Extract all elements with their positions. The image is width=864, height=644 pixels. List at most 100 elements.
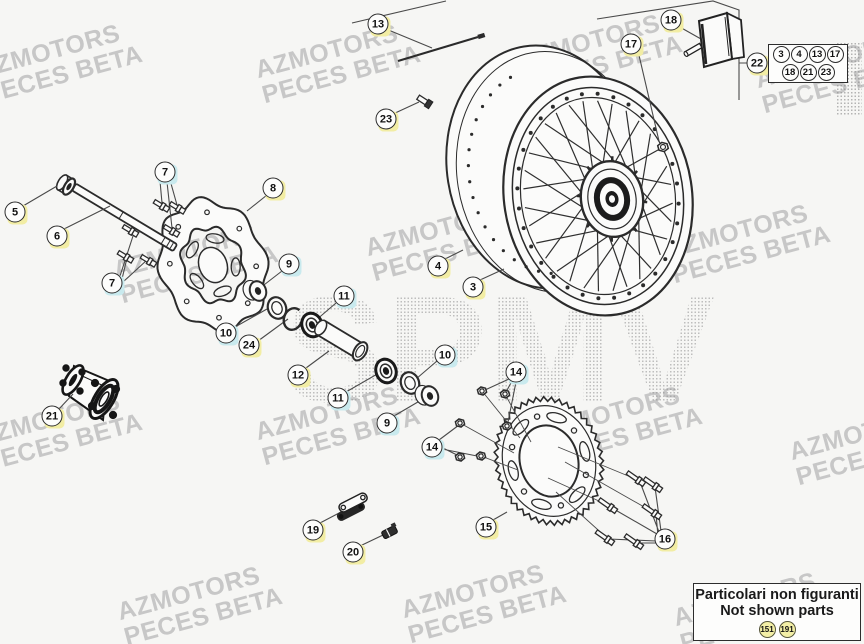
not-shown-title-en: Not shown parts bbox=[720, 603, 834, 619]
seal-part bbox=[399, 371, 421, 395]
callout-number: 10 bbox=[434, 344, 456, 366]
axle-part bbox=[55, 174, 178, 252]
axle-collar-part bbox=[55, 174, 77, 196]
callout-number: 20 bbox=[342, 541, 364, 563]
callout-9: 9 bbox=[278, 253, 302, 277]
chain-clip-part bbox=[381, 522, 398, 540]
wheel-hub-part bbox=[59, 364, 121, 422]
legend-number: 23 bbox=[817, 64, 835, 81]
spacer-tube-part bbox=[314, 319, 369, 362]
callout-9: 9 bbox=[376, 412, 400, 436]
callout-19: 19 bbox=[302, 519, 326, 543]
callout-21: 21 bbox=[41, 405, 65, 429]
callout-10: 10 bbox=[434, 344, 458, 368]
nut-part bbox=[656, 141, 670, 153]
callout-7: 7 bbox=[154, 161, 178, 185]
legend-number: 17 bbox=[826, 46, 844, 63]
callout-20: 20 bbox=[342, 541, 366, 565]
callout-15: 15 bbox=[475, 516, 499, 540]
callout-7: 7 bbox=[101, 272, 125, 296]
bolt-part bbox=[162, 223, 181, 238]
nut-part bbox=[475, 451, 487, 461]
nut-part bbox=[501, 421, 513, 431]
callout-number: 19 bbox=[302, 519, 324, 541]
callout-11: 11 bbox=[327, 387, 351, 411]
callout-number: 14 bbox=[421, 436, 443, 458]
not-shown-number: 191 bbox=[778, 621, 796, 638]
nut-part bbox=[454, 452, 466, 462]
seal-part bbox=[266, 296, 288, 320]
legend-number: 21 bbox=[799, 64, 817, 81]
chain-link-part bbox=[336, 492, 368, 521]
nut-part bbox=[476, 386, 488, 396]
callout-number: 6 bbox=[46, 225, 68, 247]
callout-number: 5 bbox=[4, 201, 26, 223]
callout-8: 8 bbox=[262, 177, 286, 201]
callout-6: 6 bbox=[46, 225, 70, 249]
callout-number: 22 bbox=[746, 52, 768, 74]
bolt-part bbox=[623, 532, 645, 551]
callout-12: 12 bbox=[287, 364, 311, 388]
callout-number: 11 bbox=[327, 387, 349, 409]
callout-number: 11 bbox=[333, 285, 355, 307]
callout-3: 3 bbox=[462, 276, 486, 300]
bolt-part bbox=[116, 249, 135, 264]
bolt-part bbox=[625, 469, 647, 488]
assembly-axis-lines bbox=[459, 390, 654, 539]
callout-number: 10 bbox=[215, 322, 237, 344]
not-shown-parts-box: Particolari non figuranti Not shown part… bbox=[693, 583, 861, 641]
callout-17: 17 bbox=[620, 33, 644, 57]
callout-4: 4 bbox=[427, 255, 451, 279]
callout-number: 7 bbox=[154, 161, 176, 183]
callout-18: 18 bbox=[660, 9, 684, 33]
callout-number: 21 bbox=[41, 405, 63, 427]
legend-number: 13 bbox=[808, 46, 826, 63]
callout-number: 14 bbox=[505, 361, 527, 383]
nut-part bbox=[454, 418, 466, 428]
callout-number: 12 bbox=[287, 364, 309, 386]
sprocket-part bbox=[493, 395, 605, 527]
fastener-parts bbox=[116, 141, 670, 551]
callout-number: 18 bbox=[660, 9, 682, 31]
callout-11: 11 bbox=[333, 285, 357, 309]
callout-number: 9 bbox=[278, 253, 300, 275]
brake-disc-part bbox=[156, 196, 270, 334]
bolt-part bbox=[641, 502, 663, 521]
callout-number: 8 bbox=[262, 177, 284, 199]
callout-number: 4 bbox=[427, 255, 449, 277]
cap-part bbox=[414, 384, 440, 407]
not-shown-title-it: Particolari non figuranti bbox=[695, 587, 859, 603]
bolt-part bbox=[152, 198, 171, 213]
callout-number: 23 bbox=[375, 108, 397, 130]
legend-number: 18 bbox=[781, 64, 799, 81]
nut-part bbox=[499, 389, 511, 399]
callout-14: 14 bbox=[505, 361, 529, 385]
callout-number: 9 bbox=[376, 412, 398, 434]
bolt-part bbox=[168, 200, 187, 215]
bearing-part bbox=[374, 357, 398, 385]
legend-number: 4 bbox=[790, 46, 808, 63]
callout-number: 7 bbox=[101, 272, 123, 294]
spoke-rod-part bbox=[397, 32, 486, 63]
bolt-part bbox=[597, 496, 619, 515]
callout-number: 15 bbox=[475, 516, 497, 538]
callout-22: 22 bbox=[746, 52, 770, 76]
callout-number: 13 bbox=[367, 13, 389, 35]
bolt-part bbox=[642, 475, 664, 494]
callout-number: 17 bbox=[620, 33, 642, 55]
rear-wheel-part bbox=[445, 44, 694, 317]
bolt-part bbox=[121, 223, 140, 238]
callout-number: 16 bbox=[654, 528, 676, 550]
callout-number: 24 bbox=[238, 334, 260, 356]
bolt-part bbox=[594, 528, 616, 547]
valve-part bbox=[415, 94, 434, 110]
callout-14: 14 bbox=[421, 436, 445, 460]
cap-part bbox=[242, 279, 268, 302]
callout-10: 10 bbox=[215, 322, 239, 346]
callout-24: 24 bbox=[238, 334, 262, 358]
bolt-part bbox=[139, 253, 158, 268]
legend-number: 3 bbox=[772, 46, 790, 63]
